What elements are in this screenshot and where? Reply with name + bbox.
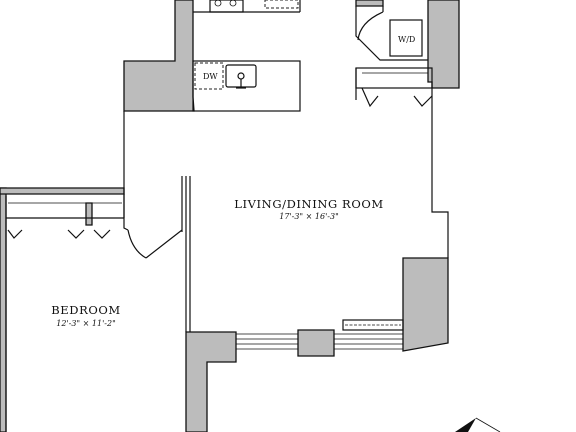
washer-dryer-label: W/D <box>398 35 415 44</box>
wall-right-lower <box>402 257 449 352</box>
wall-living-right <box>431 88 449 258</box>
wall-bedroom-top <box>0 187 125 195</box>
bedroom-closet-door-2 <box>67 229 85 239</box>
bedroom-door-leaf <box>145 229 183 259</box>
dishwasher <box>194 62 224 90</box>
living-room-name: LIVING/DINING ROOM <box>234 197 384 211</box>
wall-bottom-column <box>297 329 335 357</box>
living-room-dims: 17'-3" × 16'-3" <box>279 212 339 221</box>
bedroom-dims: 12'-3" × 11'-2" <box>56 319 116 328</box>
wall-closet-divider <box>85 202 93 226</box>
closet-right-door-left <box>361 87 379 108</box>
bedroom-closet-door-3 <box>93 229 111 239</box>
wall-top-stub <box>355 0 384 7</box>
fridge <box>264 0 299 9</box>
closet-right <box>355 67 433 89</box>
wall-bedroom-left <box>0 187 7 432</box>
wall-living-left <box>123 111 129 231</box>
wd-closet-wall <box>355 6 428 61</box>
wall-lower-left-pier <box>185 331 237 432</box>
burner-right <box>229 0 237 7</box>
wall-upper-right <box>427 0 460 89</box>
kitchen-counter <box>192 60 301 112</box>
bedroom-closet-door-1 <box>7 229 23 239</box>
wall-upper-left <box>123 0 195 112</box>
closet-right-door-right <box>413 95 433 107</box>
bedroom-name: BEDROOM <box>51 303 121 317</box>
bedroom-door-swing <box>127 229 147 259</box>
north-arrow-line <box>475 417 501 432</box>
wd-door-swing <box>357 11 384 41</box>
washer-dryer <box>389 19 423 57</box>
burner-left <box>214 0 222 7</box>
hvac-unit <box>342 319 404 331</box>
dishwasher-label: DW <box>203 72 218 81</box>
north-arrow-icon <box>455 418 476 432</box>
sink-drain <box>237 72 245 80</box>
